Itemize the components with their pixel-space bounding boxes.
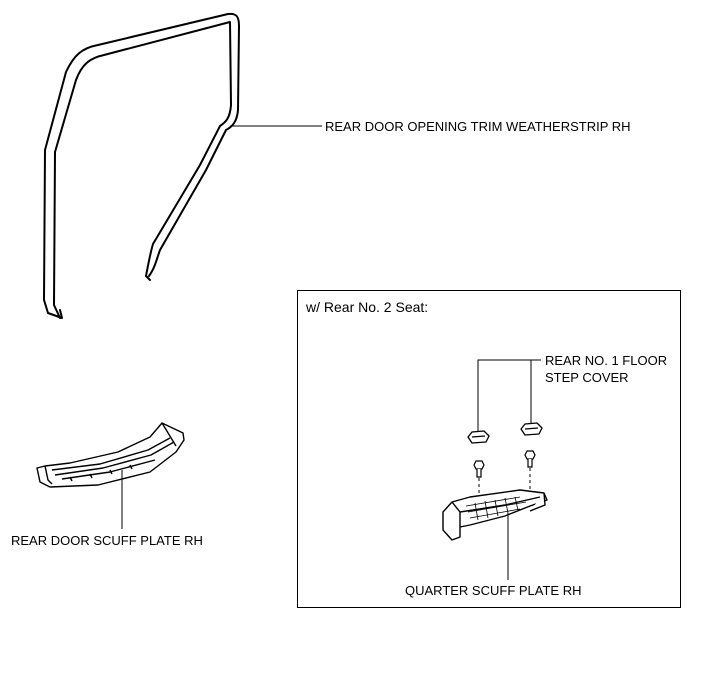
floor-cover-leaders [477, 359, 541, 432]
quarter-scuff-grid [465, 496, 527, 521]
quarter-scuff-label: QUARTER SCUFF PLATE RH [405, 583, 582, 598]
screw-dashed-lines [478, 468, 531, 505]
floor-cover-label-line1: REAR NO. 1 FLOOR [545, 353, 668, 368]
weatherstrip-outline [43, 12, 240, 319]
door-scuff-label: REAR DOOR SCUFF PLATE RH [11, 533, 203, 548]
inset-panel: w/ Rear No. 2 Seat: [297, 290, 681, 608]
floor-cover-label-line2: STEP COVER [545, 370, 629, 385]
inset-title: w/ Rear No. 2 Seat: [306, 299, 429, 315]
screws [473, 450, 536, 478]
door-scuff-plate [36, 422, 185, 488]
floor-step-cover-clips [467, 422, 543, 444]
weatherstrip-label: REAR DOOR OPENING TRIM WEATHERSTRIP RH [325, 119, 631, 134]
